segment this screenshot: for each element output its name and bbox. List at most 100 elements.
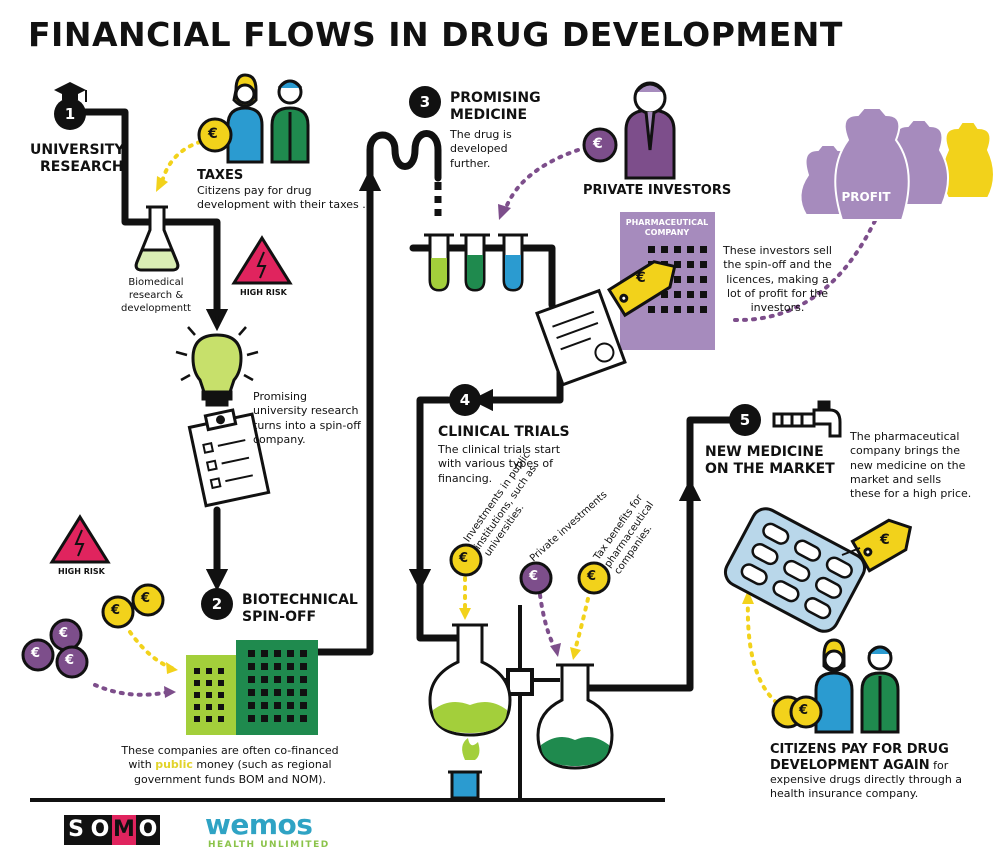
logo-letter: O bbox=[88, 815, 112, 845]
step-2-heading: BIOTECHNICAL SPIN-OFF bbox=[242, 592, 358, 626]
pill bbox=[772, 580, 800, 603]
step-number-5: 5 bbox=[739, 411, 751, 429]
euro-coin-taxes-icon bbox=[197, 117, 233, 153]
window bbox=[261, 715, 268, 722]
warning-sign-icon-2 bbox=[49, 514, 111, 564]
window bbox=[648, 306, 655, 313]
heading-line: DEVELOPMENT AGAIN bbox=[770, 757, 930, 773]
window bbox=[274, 715, 281, 722]
cofinanced-before: These companies are often co-financed wi… bbox=[121, 744, 339, 772]
heading-line: ON THE MARKET bbox=[705, 460, 835, 477]
euro-symbol: € bbox=[59, 626, 69, 641]
warning-sign-icon bbox=[231, 235, 293, 285]
window bbox=[700, 306, 707, 313]
window bbox=[218, 692, 224, 698]
flow-4-to-trials bbox=[408, 396, 452, 592]
step-number-4: 4 bbox=[459, 391, 471, 409]
window bbox=[261, 676, 268, 683]
heading-line: PROMISING bbox=[450, 90, 541, 106]
euro-symbol: € bbox=[141, 591, 151, 606]
taxes-flow bbox=[160, 140, 202, 184]
window bbox=[248, 702, 255, 709]
window bbox=[287, 689, 294, 696]
window bbox=[194, 716, 200, 722]
flow-tubes-to-certificate bbox=[409, 244, 556, 309]
private-investment-flow bbox=[538, 593, 557, 650]
profit-label: PROFIT bbox=[841, 190, 891, 204]
private-investors-label: PRIVATE INVESTORS bbox=[583, 183, 732, 198]
step-5-heading: NEW MEDICINE ON THE MARKET bbox=[705, 444, 835, 478]
burner-icon bbox=[448, 738, 482, 800]
logo-letter: S bbox=[64, 815, 88, 845]
citizens-again-icon bbox=[814, 638, 900, 734]
page-title: FINANCIAL FLOWS IN DRUG DEVELOPMENT bbox=[28, 15, 843, 54]
euro-symbol: € bbox=[529, 569, 539, 584]
window bbox=[261, 689, 268, 696]
window bbox=[206, 668, 212, 674]
euro-coin-investor-icon bbox=[582, 127, 618, 163]
euro-symbol: € bbox=[111, 603, 121, 618]
window bbox=[248, 689, 255, 696]
window bbox=[261, 702, 268, 709]
window bbox=[248, 676, 255, 683]
window bbox=[287, 676, 294, 683]
window bbox=[687, 306, 694, 313]
window bbox=[300, 676, 307, 683]
euro-symbol: € bbox=[880, 532, 890, 548]
window bbox=[661, 246, 668, 253]
flow-1-to-bulb bbox=[66, 108, 229, 332]
heading-line: NEW MEDICINE bbox=[705, 444, 824, 460]
euro-symbol: € bbox=[31, 646, 41, 661]
window bbox=[300, 663, 307, 670]
step-number-3: 3 bbox=[419, 93, 431, 111]
window bbox=[674, 246, 681, 253]
heading-line: MEDICINE bbox=[450, 106, 528, 123]
step-number-1: 1 bbox=[64, 105, 76, 123]
citizens-again-text: CITIZENS PAY FOR DRUG DEVELOPMENT AGAIN … bbox=[770, 742, 985, 802]
window bbox=[248, 715, 255, 722]
heading-line: UNIVERSITY bbox=[30, 142, 125, 158]
step-badges bbox=[54, 82, 761, 620]
window bbox=[287, 650, 294, 657]
window bbox=[218, 716, 224, 722]
window bbox=[287, 715, 294, 722]
coins-gold-flow bbox=[128, 630, 174, 670]
dotted-arrowheads bbox=[156, 176, 886, 698]
window bbox=[206, 680, 212, 686]
window bbox=[300, 650, 307, 657]
test-tubes-icon bbox=[424, 233, 528, 292]
market-text: The pharmaceutical company brings the ne… bbox=[850, 430, 972, 501]
window bbox=[687, 261, 694, 268]
wemos-tagline: HEALTH UNLIMITED bbox=[208, 840, 330, 850]
pharma-company-label: PHARMACEUTICAL COMPANY bbox=[625, 218, 709, 237]
step-3-text: The drug is developed further. bbox=[450, 128, 512, 170]
taxpayers-icon bbox=[226, 73, 310, 164]
cofinanced-after: money (such as regional government funds… bbox=[134, 758, 332, 786]
window bbox=[274, 676, 281, 683]
step-1-heading: UNIVERSITY RESEARCH bbox=[30, 142, 124, 176]
window bbox=[218, 680, 224, 686]
financing-coins-icon bbox=[449, 543, 611, 595]
price-tag-icon bbox=[606, 260, 677, 318]
window bbox=[248, 650, 255, 657]
window bbox=[661, 291, 668, 298]
window bbox=[287, 702, 294, 709]
spinoff-buildings-icon bbox=[186, 640, 318, 735]
cofinanced-text: These companies are often co-financed wi… bbox=[110, 744, 350, 787]
high-risk-label: HIGH RISK bbox=[240, 288, 287, 297]
profit-money-bags-icon bbox=[799, 107, 995, 221]
euro-symbol: € bbox=[799, 703, 809, 718]
tag-string bbox=[841, 547, 861, 556]
step-4-text: The clinical trials start with various t… bbox=[438, 443, 561, 485]
lightbulb-icon bbox=[175, 316, 259, 407]
pill bbox=[783, 559, 811, 583]
heading-line: SPIN-OFF bbox=[242, 608, 317, 625]
window bbox=[194, 692, 200, 698]
window bbox=[206, 704, 212, 710]
pill bbox=[815, 576, 843, 599]
euro-symbol: € bbox=[65, 653, 75, 668]
biomedical-label: Biomedical research & developmentt bbox=[121, 277, 191, 314]
step-number-2: 2 bbox=[211, 595, 223, 613]
window bbox=[218, 668, 224, 674]
euro-symbol: € bbox=[459, 551, 469, 566]
